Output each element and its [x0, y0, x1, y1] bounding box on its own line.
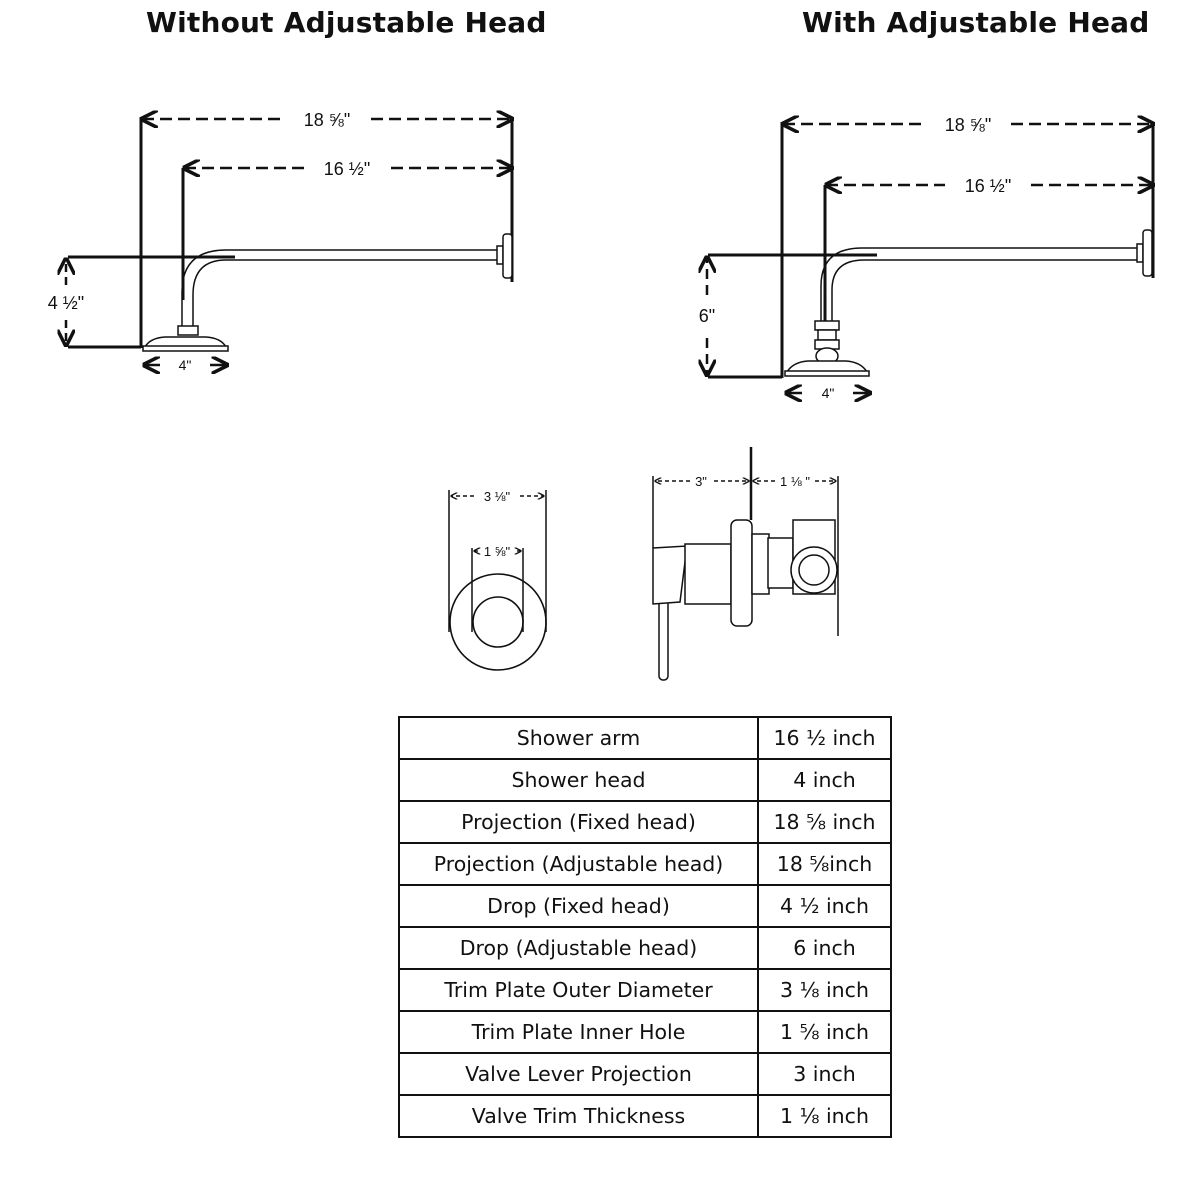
spec-value: 16 ½ inch	[757, 716, 892, 760]
spec-label: Shower arm	[398, 716, 759, 760]
valve-lever-label: 3"	[695, 474, 707, 489]
fixed-arm-label: 16 ½"	[324, 159, 370, 179]
spec-label: Projection (Adjustable head)	[398, 842, 759, 886]
fixed-drop-label: 4 ½"	[48, 293, 84, 313]
spec-label: Drop (Adjustable head)	[398, 926, 759, 970]
table-row: Trim Plate Outer Diameter 3 ⅛ inch	[398, 968, 892, 1012]
spec-value: 6 inch	[757, 926, 892, 970]
spec-label: Valve Lever Projection	[398, 1052, 759, 1096]
spec-label: Drop (Fixed head)	[398, 884, 759, 928]
spec-value: 1 ⅝ inch	[757, 1010, 892, 1054]
fixed-head-drawing	[66, 117, 512, 365]
fixed-projection-label: 18 ⅝"	[304, 110, 350, 130]
spec-label: Trim Plate Inner Hole	[398, 1010, 759, 1054]
spec-value: 18 ⅝ inch	[757, 800, 892, 844]
spec-value: 1 ⅛ inch	[757, 1094, 892, 1138]
trim-outer-label: 3 ⅛"	[484, 489, 511, 504]
dimension-diagram: 18 ⅝" 16 ½" 4 ½" 4" 18 ⅝" 16 ½"	[48, 110, 1200, 681]
spec-label: Shower head	[398, 758, 759, 802]
spec-value: 3 inch	[757, 1052, 892, 1096]
spec-value: 4 ½ inch	[757, 884, 892, 928]
title-without-adjustable-head: Without Adjustable Head	[146, 6, 547, 39]
table-row: Drop (Adjustable head) 6 inch	[398, 926, 892, 970]
spec-table: Shower arm 16 ½ inch Shower head 4 inch …	[398, 716, 892, 1138]
valve-drawing	[652, 447, 839, 681]
trim-inner-label: 1 ⅝"	[484, 544, 511, 559]
table-row: Drop (Fixed head) 4 ½ inch	[398, 884, 892, 928]
spec-value: 18 ⅝inch	[757, 842, 892, 886]
spec-value: 4 inch	[757, 758, 892, 802]
valve-thickness-label: 1 ⅛ "	[780, 474, 810, 489]
spec-value: 3 ⅛ inch	[757, 968, 892, 1012]
adjustable-head-drawing	[707, 122, 1153, 393]
trim-plate-drawing	[448, 490, 547, 671]
table-row: Valve Lever Projection 3 inch	[398, 1052, 892, 1096]
spec-label: Valve Trim Thickness	[398, 1094, 759, 1138]
table-row: Shower arm 16 ½ inch	[398, 716, 892, 760]
fixed-head-width-label: 4"	[179, 357, 192, 373]
table-row: Trim Plate Inner Hole 1 ⅝ inch	[398, 1010, 892, 1054]
table-row: Projection (Fixed head) 18 ⅝ inch	[398, 800, 892, 844]
adjustable-head-width-label: 4"	[822, 385, 835, 401]
table-row: Shower head 4 inch	[398, 758, 892, 802]
table-row: Valve Trim Thickness 1 ⅛ inch	[398, 1094, 892, 1138]
adjustable-projection-label: 18 ⅝"	[945, 115, 991, 135]
spec-label: Trim Plate Outer Diameter	[398, 968, 759, 1012]
adjustable-arm-label: 16 ½"	[965, 176, 1011, 196]
table-row: Projection (Adjustable head) 18 ⅝inch	[398, 842, 892, 886]
spec-label: Projection (Fixed head)	[398, 800, 759, 844]
adjustable-drop-label: 6"	[699, 306, 715, 326]
title-with-adjustable-head: With Adjustable Head	[802, 6, 1150, 39]
